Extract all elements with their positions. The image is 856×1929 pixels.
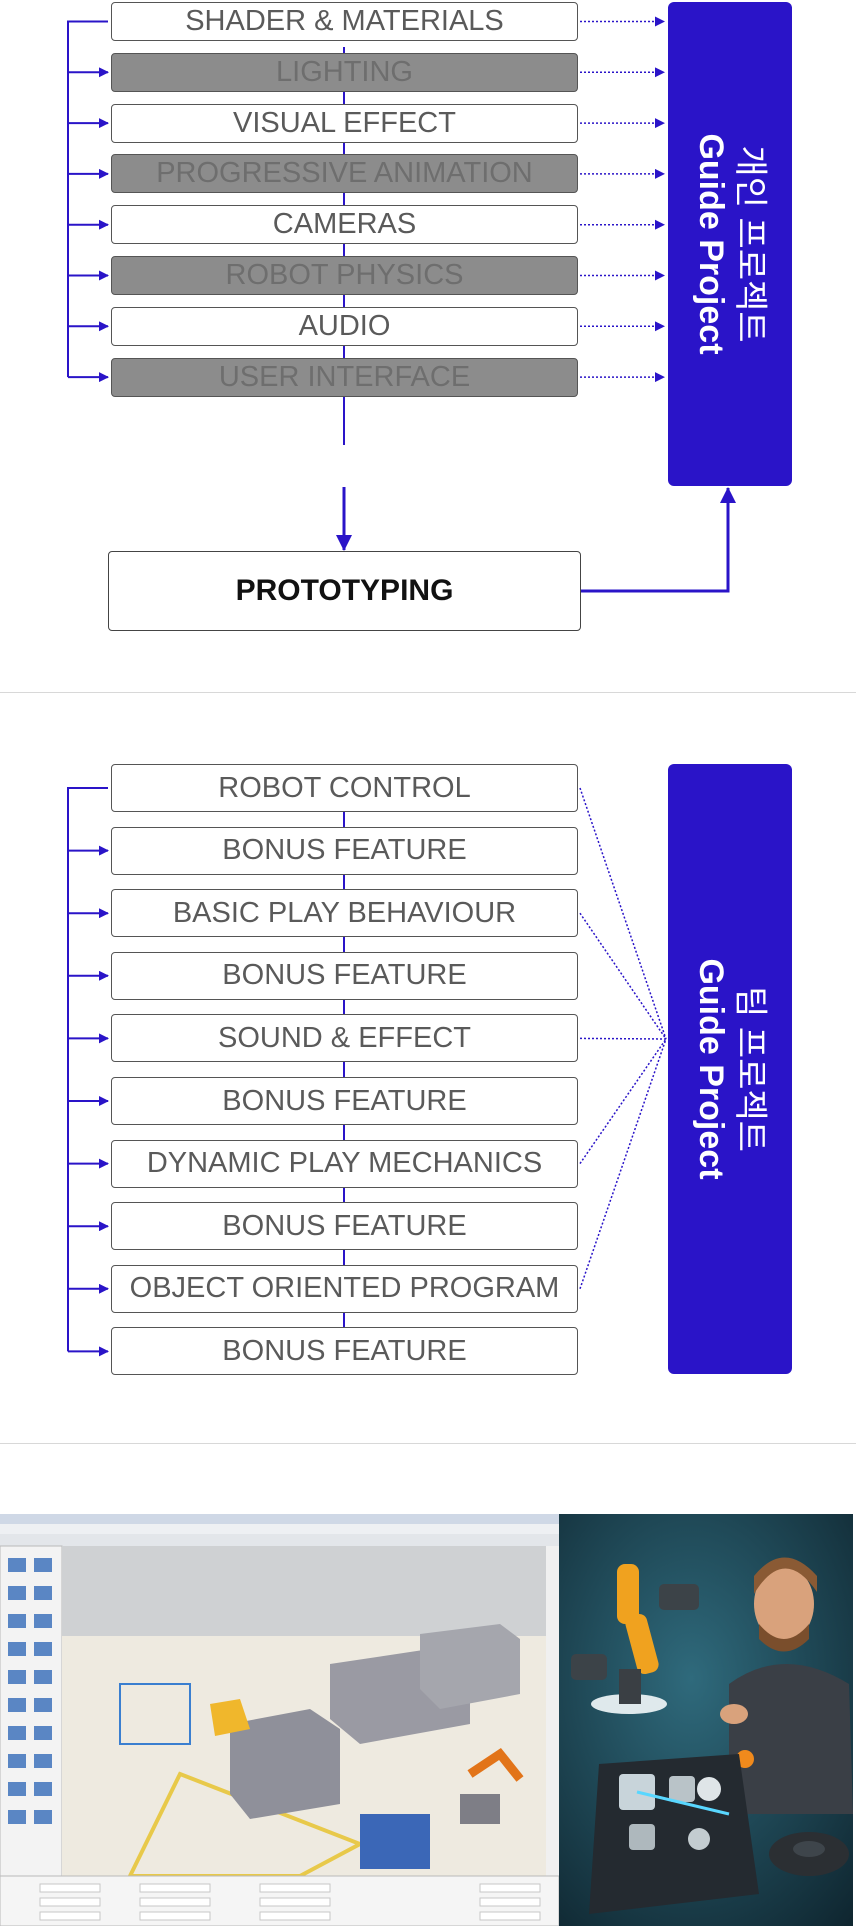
section2-item-label: ROBOT CONTROL (218, 771, 471, 804)
section1-item-label: VISUAL EFFECT (233, 106, 456, 139)
guide-project-personal: 개인 프로젝트 Guide Project (668, 2, 792, 486)
section2-item: ROBOT CONTROL (111, 764, 578, 812)
section-divider-1 (0, 692, 856, 693)
section2-dotted-link (579, 787, 667, 1040)
guide-team-korean: 팀 프로젝트 (731, 986, 770, 1152)
section1-left-bracket (67, 20, 109, 383)
section2-item-label: BONUS FEATURE (222, 959, 467, 992)
section-divider-2 (0, 1443, 856, 1444)
section2-item: BASIC PLAY BEHAVIOUR (111, 889, 578, 938)
section2-item: SOUND & EFFECT (111, 1014, 578, 1063)
section1-item: ROBOT PHYSICS (111, 256, 578, 295)
section2-item: BONUS FEATURE (111, 1327, 578, 1376)
prototyping-box: PROTOTYPING (108, 551, 581, 631)
section2-item-label: DYNAMIC PLAY MECHANICS (146, 1147, 543, 1180)
section2-item-label: BASIC PLAY BEHAVIOUR (172, 896, 517, 929)
section1-connectors (67, 16, 736, 593)
section2-item: DYNAMIC PLAY MECHANICS (111, 1139, 578, 1188)
section1-item: USER INTERFACE (111, 357, 578, 397)
section1-item: CAMERAS (111, 205, 578, 245)
section1-dotted-links (580, 16, 665, 383)
section1-item: LIGHTING (111, 52, 578, 92)
section1-item-label: SHADER & MATERIALS (185, 5, 504, 37)
section2-item-label: BONUS FEATURE (222, 1209, 467, 1242)
section2-left-bracket (67, 787, 109, 1357)
section2-dotted-link (579, 912, 667, 1040)
guide-project-team: 팀 프로젝트 Guide Project (668, 764, 792, 1374)
section1-item-label: USER INTERFACE (218, 360, 471, 393)
section2-item-label: SOUND & EFFECT (218, 1021, 471, 1054)
section2-item: BONUS FEATURE (111, 1202, 578, 1251)
section1-item: PROGRESSIVE ANIMATION (111, 154, 578, 194)
section1-item: AUDIO (111, 306, 578, 346)
section2-item: BONUS FEATURE (111, 1077, 578, 1125)
section2-item-label: BONUS FEATURE (222, 1084, 467, 1117)
section2-connectors (67, 787, 667, 1357)
section1-item-label: PROGRESSIVE ANIMATION (156, 157, 533, 190)
section2-dotted-link (579, 1038, 667, 1290)
section1-item-label: AUDIO (298, 309, 391, 342)
section2-bracket-line (67, 787, 108, 1352)
section1-item-label: ROBOT PHYSICS (225, 259, 464, 291)
section1-item: VISUAL EFFECT (111, 103, 578, 143)
vr-robot-avatar-illustration (559, 1514, 853, 1926)
factory-simulation-screenshot (0, 1514, 559, 1926)
prototyping-label: PROTOTYPING (235, 574, 454, 607)
section1-item-label: LIGHTING (276, 55, 413, 88)
section2-dotted-link (579, 1038, 667, 1165)
section1-item-label: CAMERAS (272, 208, 417, 241)
guide-team-english: Guide Project (692, 958, 730, 1180)
prototyping-to-guide-arrow (580, 487, 736, 593)
section2-item-label: OBJECT ORIENTED PROGRAM (129, 1272, 560, 1305)
section2-item: BONUS FEATURE (111, 826, 578, 875)
section1-bracket-line (67, 20, 108, 378)
section2-item: BONUS FEATURE (111, 951, 578, 1000)
section2-item: OBJECT ORIENTED PROGRAM (111, 1264, 578, 1313)
section1-item: SHADER & MATERIALS (111, 2, 578, 41)
section2-item-label: BONUS FEATURE (222, 834, 467, 867)
section2-dotted-link (579, 1037, 667, 1040)
section2-item-label: BONUS FEATURE (222, 1334, 467, 1367)
section2-dotted-links (579, 787, 667, 1290)
